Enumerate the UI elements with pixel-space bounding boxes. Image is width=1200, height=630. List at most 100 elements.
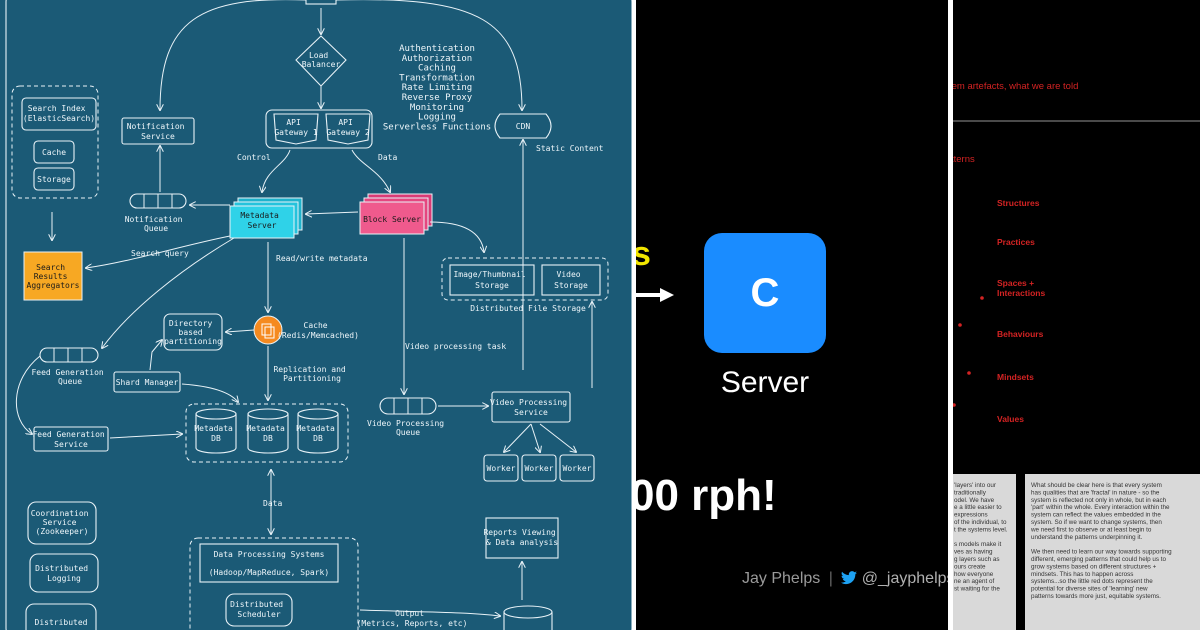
notification-service — [121, 117, 195, 145]
video-storage-label: Video Storage — [554, 270, 588, 290]
api-gateway-2-label: API Gateway 2 — [326, 118, 370, 137]
outer-frame — [5, 0, 632, 630]
cache-box — [33, 140, 75, 164]
service-to-worker3-arrow — [539, 423, 576, 452]
system-design-diagram: Load Balancer API Gateway 1 API Gateway … — [5, 0, 632, 630]
block-server-label: Block Server — [363, 215, 421, 224]
patterns-diagram: tem artefacts, what we are told tterns S… — [953, 81, 1200, 630]
video-processing-service-label: Video Processing Service — [490, 398, 572, 417]
author-line: Jay Phelps | @_jayphelps — [742, 570, 948, 590]
static-content-label: Static Content — [536, 144, 604, 153]
api-gateway-1-label: API Gateway 1 — [274, 118, 318, 137]
twitter-icon — [841, 571, 858, 590]
text-box-1 — [953, 474, 1016, 630]
metadata-db-group — [185, 403, 349, 463]
client-to-cdn-line — [336, 0, 522, 110]
data-flow-label: Data — [263, 499, 282, 508]
block-server — [359, 193, 433, 235]
shard-to-directory-arrow — [149, 340, 162, 371]
twitter-handle: @_jayphelps — [861, 570, 948, 587]
replication-label: Replication and Partitioning — [273, 365, 350, 383]
reports-viewing-label: Reports Viewing & Data analysis — [483, 528, 560, 547]
service-to-worker1-arrow — [504, 423, 532, 452]
storage-label: Storage — [37, 175, 71, 184]
metadata-db-3 — [297, 408, 339, 454]
red-dot-2 — [958, 323, 962, 327]
worker-2-label: Worker — [525, 464, 554, 473]
server-c-icon: C — [704, 233, 826, 353]
distributed-bottom-label: Distributed — [35, 618, 88, 627]
rph-text: 00 rph! — [636, 471, 777, 520]
data-processing-systems-label: Data Processing Systems — [214, 550, 325, 559]
output-arrow — [359, 609, 500, 616]
feed-generation-queue — [39, 347, 99, 363]
image-storage-box — [449, 264, 535, 296]
top-text: tem artefacts, what we are told — [953, 81, 1078, 92]
read-write-metadata-label: Read/write metadata — [276, 254, 368, 263]
gateway-feature-item: Authorization — [402, 54, 472, 64]
fragment-s-text: s — [636, 235, 651, 273]
notification-service-label: Notification Service — [127, 122, 190, 141]
hadoop-label: (Hadoop/MapReduce, Spark) — [209, 568, 329, 577]
cdn-node — [494, 113, 552, 139]
feed-service-to-db-arrow — [109, 434, 182, 439]
feed-generation-service — [33, 426, 109, 452]
redis-cache-icon — [253, 315, 283, 345]
layer-label: Spaces +Interactions — [997, 278, 1045, 298]
directory-partitioning-label: Directory based partitioning — [164, 319, 222, 346]
distributed-logging-label: Distributed Logging — [35, 564, 93, 583]
cache-label: Cache — [42, 148, 66, 157]
shard-manager-label: Shard Manager — [116, 378, 179, 387]
server-label: Server — [720, 366, 810, 399]
search-index-box — [21, 97, 97, 131]
worker-1-label: Worker — [487, 464, 516, 473]
layer-label: Values — [997, 414, 1024, 424]
output-database — [503, 605, 553, 630]
search-index-group — [11, 85, 99, 199]
metadata-db-2 — [247, 408, 289, 454]
separator-bar — [953, 120, 1200, 122]
feed-queue-to-service-arrow — [15, 355, 41, 434]
gateway-feature-item: Transformation — [399, 73, 475, 83]
reports-viewing-box — [485, 517, 559, 559]
cache-to-directory-arrow — [226, 330, 255, 332]
distributed-file-storage-group — [441, 257, 609, 301]
client-to-notification-line — [160, 0, 306, 110]
author-name: Jay Phelps — [742, 570, 821, 587]
gateway-features-list: AuthenticationAuthorizationCachingTransf… — [383, 44, 491, 132]
patterns-slide-panel: tem artefacts, what we are told tterns S… — [953, 0, 1200, 630]
data-label: Data — [378, 153, 397, 162]
layer-label: Mindsets — [997, 372, 1034, 382]
video-processing-task-label: Video processing task — [405, 342, 506, 351]
worker-2 — [521, 454, 557, 482]
block-to-metadata-arrow — [306, 212, 359, 214]
storage-box — [33, 167, 75, 191]
control-label: Control — [237, 153, 271, 162]
metadata-to-feed-queue-arrow — [102, 237, 235, 348]
author-separator: | — [828, 570, 833, 587]
api-gateway-group — [265, 109, 373, 149]
arrow-icon — [636, 287, 674, 302]
api-gateway-2 — [325, 113, 371, 145]
metadata-db-1-label: Metadata DB — [194, 424, 237, 443]
search-index-label: Search Index (ElasticSearch) — [23, 104, 95, 123]
feed-generation-service-label: Feed Generation Service — [32, 430, 109, 449]
layer-label: Behaviours — [997, 329, 1044, 339]
layer-label: Structures — [997, 198, 1040, 208]
data-processing-group — [189, 537, 359, 630]
text-box-2-content: What should be clear here is that every … — [1030, 482, 1172, 600]
red-dot-3 — [967, 371, 971, 375]
coordination-service-label: Coordination Service (Zookeeper) — [31, 509, 94, 536]
coordination-service-box — [27, 501, 97, 545]
distributed-scheduler-box — [225, 593, 293, 627]
block-to-storage-arrow — [429, 221, 484, 252]
control-arrow — [262, 149, 291, 192]
server-c-icon-letter: C — [750, 270, 780, 315]
distributed-file-storage-label: Distributed File Storage — [470, 304, 586, 313]
cache-redis-label: Cache (Redis/Memcached) — [277, 321, 359, 340]
video-storage-box — [541, 264, 601, 296]
video-processing-queue — [379, 397, 437, 415]
red-dot-1 — [980, 296, 984, 300]
